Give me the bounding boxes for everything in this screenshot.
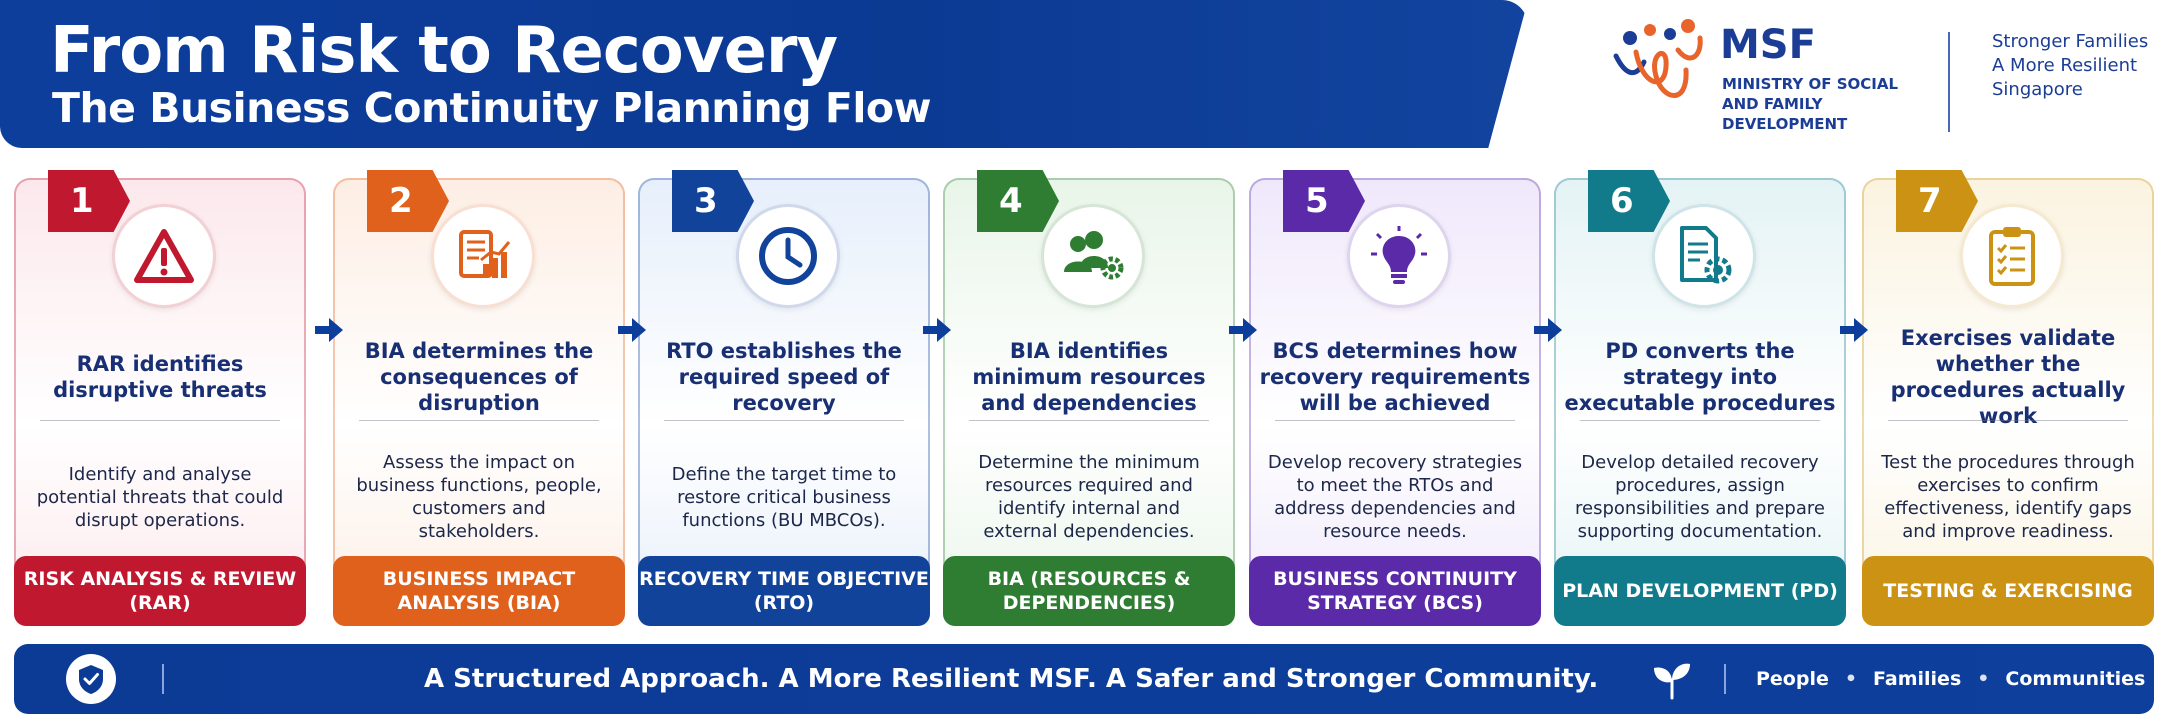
step-divider [359, 420, 599, 421]
community-list: People • Families • Communities [1756, 644, 2145, 714]
step-card: 6 PD converts the strategy into executab… [1554, 170, 1846, 626]
step-divider [1888, 420, 2128, 421]
flow-arrow-icon [618, 318, 646, 342]
step-label: RECOVERY TIME OBJECTIVE (RTO) [638, 556, 930, 626]
step-description: Identify and analyse potential threats t… [36, 463, 284, 531]
step-number-badge: 3 [672, 170, 754, 232]
banner-divider [1724, 664, 1726, 694]
step-label: BUSINESS CONTINUITY STRATEGY (BCS) [1249, 556, 1541, 626]
flow-arrow-icon [1534, 318, 1562, 342]
clipboard-checklist-icon [1960, 204, 2064, 308]
step-divider [664, 420, 904, 421]
flow-arrow-icon [1229, 318, 1257, 342]
step-description: Develop detailed recovery procedures, as… [1575, 452, 1825, 542]
step-card: 2 BIA determines the consequences of dis… [333, 170, 625, 626]
clock-icon [736, 204, 840, 308]
step-description: Develop recovery strategies to meet the … [1267, 452, 1523, 542]
step-number-badge: 2 [367, 170, 449, 232]
msf-logo-icon [1613, 19, 1703, 98]
step-number-badge: 6 [1588, 170, 1670, 232]
step-number-badge: 4 [977, 170, 1059, 232]
logo-tagline: Stronger Families A More Resilient Singa… [1992, 31, 2149, 100]
step-heading: RTO establishes the required speed of re… [666, 339, 902, 415]
community-item: Families [1873, 668, 1962, 690]
flow-arrow-icon [1840, 318, 1868, 342]
team-gear-icon [1041, 204, 1145, 308]
step-heading: BIA identifies minimum resources and dep… [972, 339, 1206, 415]
step-number-badge: 7 [1896, 170, 1978, 232]
step-heading: BCS determines how recovery requirements… [1259, 339, 1531, 415]
step-card: 7 Exercises validate whether the procedu… [1862, 170, 2154, 626]
step-card: 4 BIA identifies minimum resources and d… [943, 170, 1235, 626]
step-card: 3 RTO establishes the required speed of … [638, 170, 930, 626]
step-label: TESTING & EXERCISING [1862, 556, 2154, 626]
logo-abbreviation: MSF [1720, 22, 1816, 68]
separator-dot: • [1977, 668, 1990, 690]
sprout-icon [1654, 663, 1690, 700]
step-label: PLAN DEVELOPMENT (PD) [1554, 556, 1846, 626]
step-card: 5 BCS determines how recovery requiremen… [1249, 170, 1541, 626]
lightbulb-icon [1347, 204, 1451, 308]
shield-check-icon [66, 654, 116, 704]
step-divider [1580, 420, 1820, 421]
logo-divider [1948, 32, 1950, 132]
step-description: Assess the impact on business functions,… [356, 452, 602, 542]
step-divider [1275, 420, 1515, 421]
page-subtitle: The Business Continuity Planning Flow [52, 84, 931, 132]
community-item: Communities [2005, 668, 2146, 690]
step-label: RISK ANALYSIS & REVIEW (RAR) [14, 556, 306, 626]
separator-dot: • [1844, 668, 1858, 690]
step-heading: RAR identifies disruptive threats [53, 352, 267, 402]
warning-triangle-icon [112, 204, 216, 308]
page-title: From Risk to Recovery [50, 14, 838, 88]
banner-divider [162, 664, 164, 694]
step-label: BUSINESS IMPACT ANALYSIS (BIA) [333, 556, 625, 626]
step-description: Define the target time to restore critic… [671, 463, 897, 531]
step-divider [40, 420, 280, 421]
step-description: Determine the minimum resources required… [978, 452, 1200, 542]
logo-ministry-name: MINISTRY OF SOCIAL AND FAMILY DEVELOPMEN… [1722, 75, 1899, 133]
bottom-banner: A Structured Approach. A More Resilient … [14, 644, 2154, 714]
step-card: 1 RAR identifies disruptive threats Iden… [14, 170, 306, 626]
document-gear-icon [1652, 204, 1756, 308]
step-label: BIA (RESOURCES & DEPENDENCIES) [943, 556, 1235, 626]
title-banner [0, 0, 1528, 148]
report-chart-icon [431, 204, 535, 308]
step-heading: Exercises validate whether the procedure… [1890, 326, 2126, 428]
flow-arrow-icon [315, 318, 343, 342]
step-number-badge: 1 [48, 170, 130, 232]
slogan-text: A Structured Approach. A More Resilient … [424, 664, 1599, 694]
step-heading: PD converts the strategy into executable… [1564, 339, 1836, 415]
step-heading: BIA determines the consequences of disru… [364, 339, 594, 415]
community-item: People [1756, 668, 1829, 690]
step-number-badge: 5 [1283, 170, 1365, 232]
step-divider [969, 420, 1209, 421]
flow-arrow-icon [923, 318, 951, 342]
step-description: Test the procedures through exercises to… [1881, 452, 2135, 542]
